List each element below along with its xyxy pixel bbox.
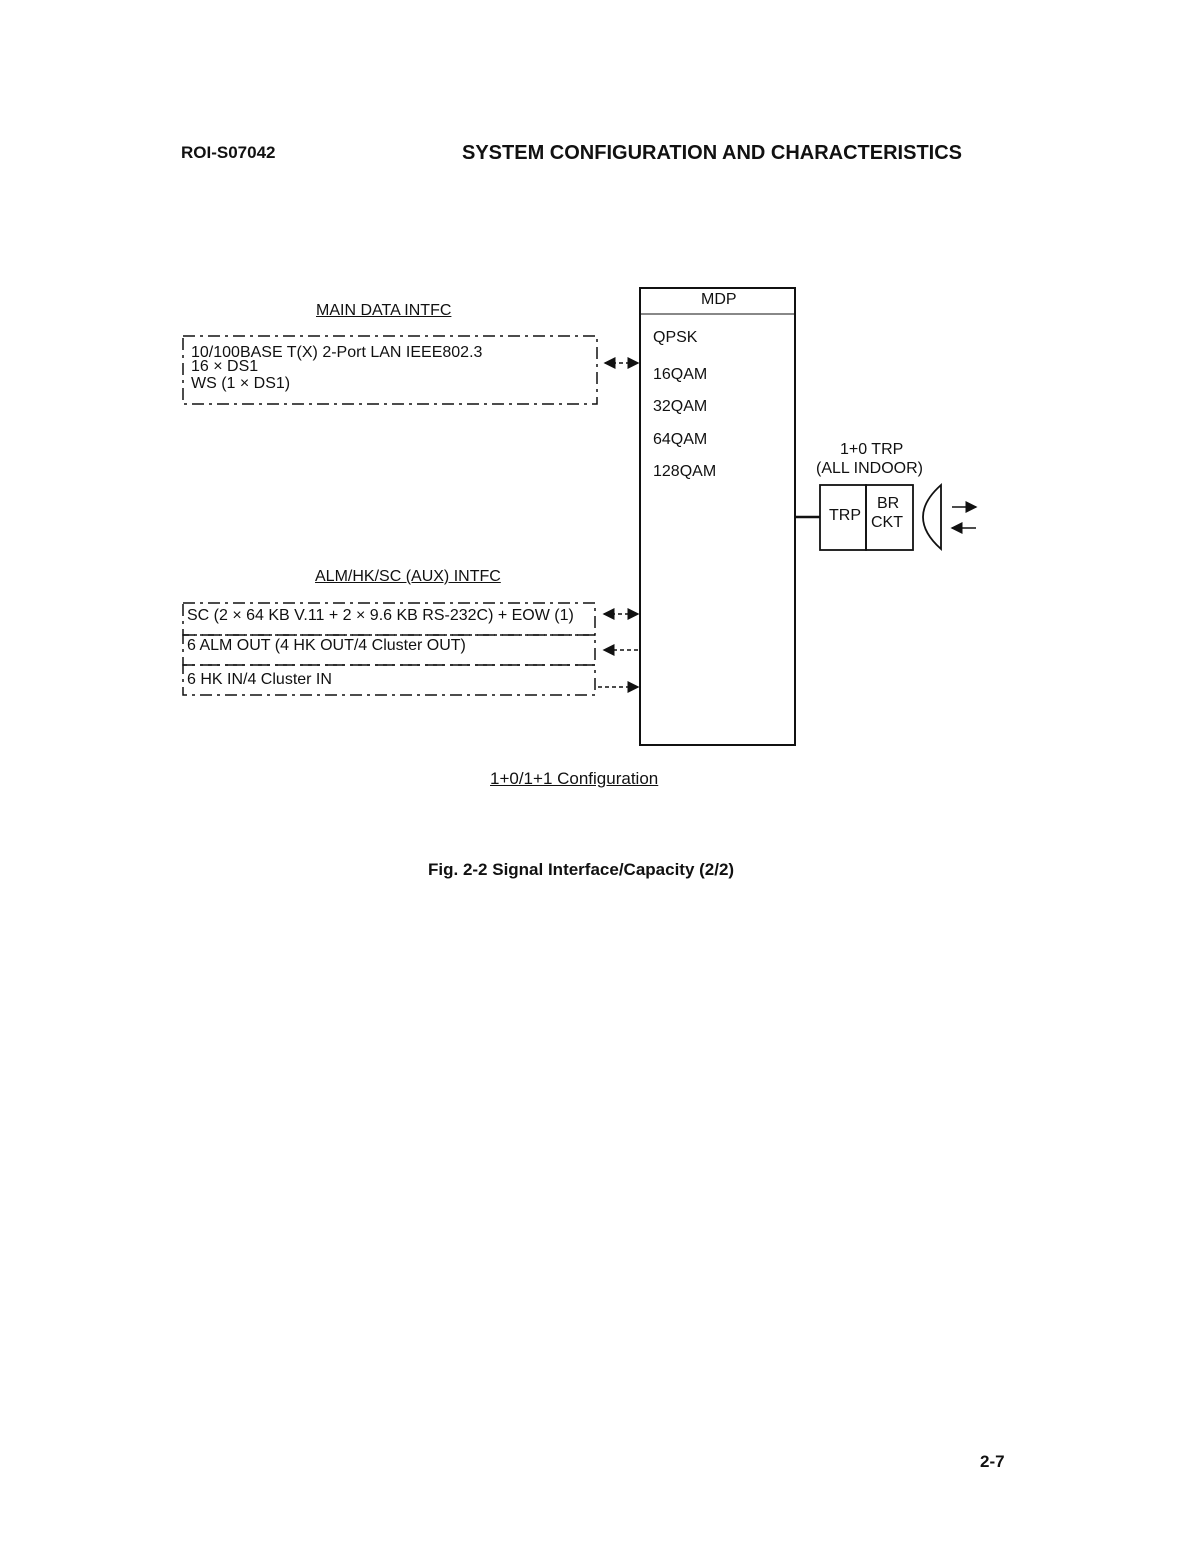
main-data-heading: MAIN DATA INTFC [316, 302, 452, 319]
ckt-label: CKT [871, 514, 903, 531]
mdp-box [639, 287, 796, 746]
main-data-line-lan: 10/100BASE T(X) 2-Port LAN IEEE802.3 [191, 344, 483, 361]
document-id: ROI-S07042 [181, 143, 276, 162]
aux-box-alm [182, 634, 596, 666]
modulation-128qam: 128QAM [653, 463, 717, 480]
modulation-32qam: 32QAM [653, 398, 708, 415]
antenna-icon [922, 482, 942, 552]
aux-heading: ALM/HK/SC (AUX) INTFC [315, 568, 501, 585]
aux-box-hk [182, 664, 596, 696]
configuration-label: 1+0/1+1 Configuration [490, 769, 659, 788]
page-number: 2-7 [980, 1452, 1005, 1471]
br-label: BR [877, 495, 900, 512]
mdp-title: MDP [701, 291, 737, 308]
trp-heading: 1+0 TRP [840, 441, 904, 458]
main-data-line-ds1: 16 × DS1 [191, 358, 259, 375]
modulation-64qam: 64QAM [653, 431, 708, 448]
trp-subheading: (ALL INDOOR) [816, 460, 923, 477]
modulation-16qam: 16QAM [653, 366, 708, 383]
section-title: SYSTEM CONFIGURATION AND CHARACTERISTICS [462, 142, 962, 164]
main-data-line-ws: WS (1 × DS1) [191, 375, 291, 392]
aux-row-alm: 6 ALM OUT (4 HK OUT/4 Cluster OUT) [187, 637, 466, 654]
aux-row-sc: SC (2 × 64 KB V.11 + 2 × 9.6 KB RS-232C)… [187, 607, 574, 624]
modulation-qpsk: QPSK [653, 329, 698, 346]
br-ckt-box [865, 484, 914, 551]
figure-caption: Fig. 2-2 Signal Interface/Capacity (2/2) [428, 860, 735, 879]
aux-row-hk: 6 HK IN/4 Cluster IN [187, 671, 332, 688]
trp-label: TRP [829, 507, 861, 524]
main-data-box [182, 335, 598, 405]
